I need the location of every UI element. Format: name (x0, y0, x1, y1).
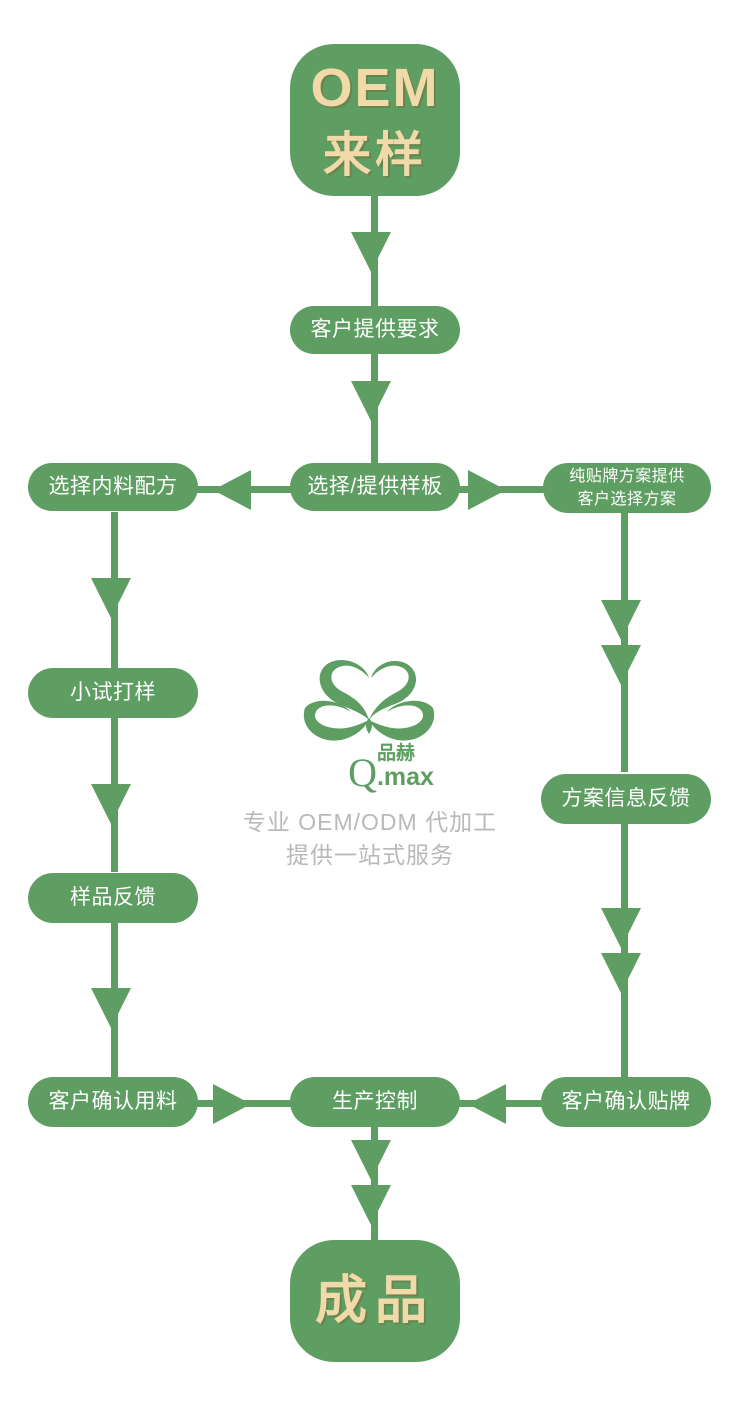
arrowhead-production-to-finished-2 (351, 1185, 391, 1225)
arrowhead-formula-to-trial (91, 578, 131, 618)
arrowhead-sample-to-oem-plan (468, 470, 506, 510)
node-sample-feedback-label: 样品反馈 (70, 885, 156, 909)
node-trial-sample-label: 小试打样 (70, 680, 156, 704)
arrowhead-confirm-label-to-production (468, 1084, 506, 1124)
qmax-wordmark: Q 品赫 .max (348, 744, 434, 795)
node-production-control-label: 生产控制 (332, 1089, 418, 1113)
node-plan-feedback[interactable]: 方案信息反馈 (541, 774, 711, 824)
logo-letter-q: Q (348, 750, 377, 795)
node-confirm-label[interactable]: 客户确认贴牌 (541, 1077, 711, 1127)
node-select-formula-label: 选择内料配方 (48, 474, 178, 498)
node-oem-plan-line1: 纯贴牌方案提供 (569, 467, 685, 485)
arrowhead-plan-feedback-to-confirm-label-1 (601, 908, 641, 948)
node-oem-plan[interactable]: 纯贴牌方案提供 客户选择方案 (543, 463, 711, 513)
node-finished-product-line1: 成品 (314, 1271, 435, 1330)
arrowhead-trial-to-feedback (91, 784, 131, 824)
arrowhead-requirements-to-sample (351, 381, 391, 421)
logo-chinese-name: 品赫 (376, 743, 415, 764)
node-start-line1: OEM (310, 57, 440, 118)
brand-block: Q 品赫 .max 专业 OEM/ODM 代加工 提供一站式服务 (190, 648, 550, 873)
arrowhead-oem-plan-to-plan-feedback-1 (601, 600, 641, 640)
node-confirm-material[interactable]: 客户确认用料 (28, 1077, 198, 1127)
node-select-sample-label: 选择/提供样板 (307, 474, 443, 498)
node-customer-requirements-label: 客户提供要求 (310, 317, 440, 341)
connector-confirm-label-to-production (455, 1100, 565, 1107)
node-confirm-label-label: 客户确认贴牌 (561, 1089, 691, 1113)
logo-dot-max: .max (376, 763, 434, 791)
qmax-logo-icon (303, 659, 435, 741)
node-start-line2: 来样 (322, 128, 427, 182)
node-select-formula[interactable]: 选择内料配方 (28, 463, 198, 511)
arrowhead-feedback-to-confirm-material (91, 988, 131, 1028)
node-plan-feedback-label: 方案信息反馈 (561, 786, 691, 810)
arrowhead-sample-to-formula (213, 470, 251, 510)
node-finished-product[interactable]: 成品 (290, 1240, 460, 1362)
connector-plan-feedback-to-confirm-label (621, 824, 628, 1078)
arrowhead-plan-feedback-to-confirm-label-2 (601, 953, 641, 993)
node-select-sample[interactable]: 选择/提供样板 (290, 463, 460, 511)
connector-sample-to-oem-plan (455, 486, 565, 493)
node-production-control[interactable]: 生产控制 (290, 1077, 460, 1127)
arrowhead-start-to-requirements (351, 232, 391, 272)
node-start-oem[interactable]: OEM 来样 (290, 44, 460, 196)
node-sample-feedback[interactable]: 样品反馈 (28, 873, 198, 923)
node-trial-sample[interactable]: 小试打样 (28, 668, 198, 718)
tagline-line-1: 专业 OEM/ODM 代加工 (242, 809, 498, 835)
logo-right-stack: 品赫 .max (377, 744, 434, 790)
node-confirm-material-label: 客户确认用料 (48, 1089, 178, 1113)
arrowhead-oem-plan-to-plan-feedback-2 (601, 645, 641, 685)
node-customer-requirements[interactable]: 客户提供要求 (290, 306, 460, 354)
arrowhead-confirm-material-to-production (213, 1084, 251, 1124)
tagline-line-2: 提供一站式服务 (286, 842, 454, 869)
node-oem-plan-line2: 客户选择方案 (577, 491, 677, 508)
connector-oem-plan-to-plan-feedback (621, 512, 628, 772)
arrowhead-production-to-finished-1 (351, 1140, 391, 1180)
